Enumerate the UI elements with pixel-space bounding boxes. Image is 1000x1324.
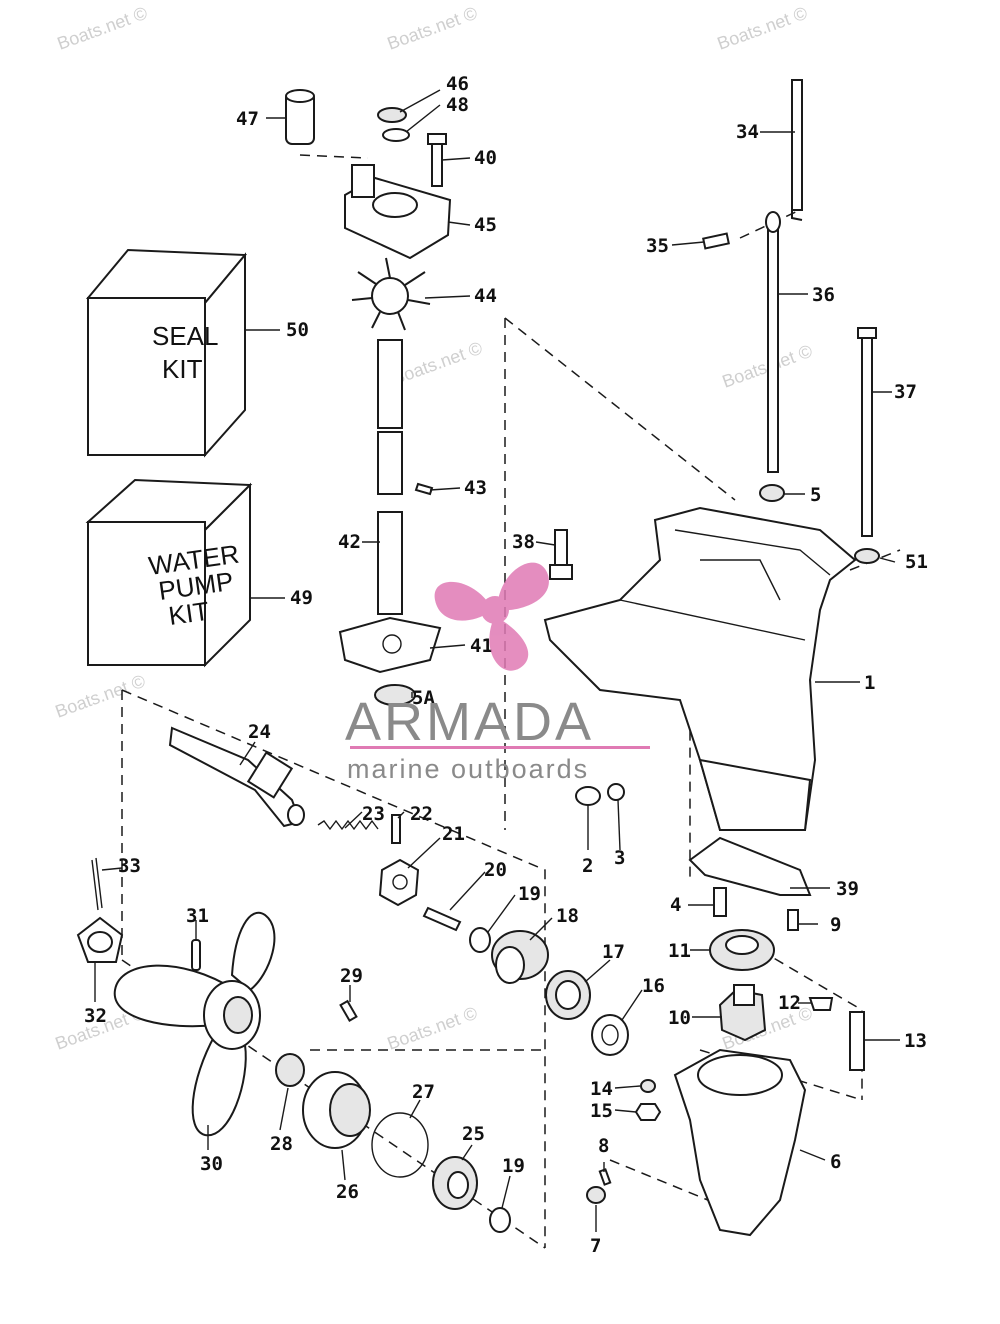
- part-label-50: 50: [286, 319, 309, 341]
- part-label-44: 44: [474, 285, 497, 307]
- part-label-40: 40: [474, 147, 497, 169]
- watermark: Boats.net ©: [53, 671, 148, 722]
- part-label-19: 19: [518, 883, 541, 905]
- water-pump-kit-box: WATER PUMP KIT: [85, 478, 253, 668]
- forward-gear: [491, 930, 549, 984]
- brand-divider: [350, 746, 650, 749]
- part-label-5a: 5A: [412, 687, 435, 709]
- part-label-9: 9: [830, 914, 841, 936]
- part-label-28: 28: [270, 1133, 293, 1155]
- part-label-32: 32: [84, 1005, 107, 1027]
- part-label-36: 36: [812, 284, 835, 306]
- part-label-15: 15: [590, 1100, 613, 1122]
- seal-kit-label: SEAL: [152, 321, 219, 351]
- part-label-35: 35: [646, 235, 669, 257]
- part-label-51: 51: [905, 551, 928, 573]
- impeller: [351, 257, 431, 331]
- brand-name: ARMADA: [345, 692, 594, 752]
- part-label-47: 47: [236, 108, 259, 130]
- part-label-26: 26: [336, 1181, 359, 1203]
- propeller-logo-icon: [434, 562, 549, 671]
- part-label-37: 37: [894, 381, 917, 403]
- part-label-23: 23: [362, 803, 385, 825]
- part-label-22: 22: [410, 803, 433, 825]
- part-label-1: 1: [864, 672, 875, 694]
- part-label-21: 21: [442, 823, 465, 845]
- armada-logo: ARMADA marine outboards: [345, 562, 650, 784]
- part-label-31: 31: [186, 905, 209, 927]
- water-pump-kit-label: KIT: [167, 596, 211, 631]
- watermark: Boats.net ©: [55, 3, 150, 54]
- part-label-34: 34: [736, 121, 759, 143]
- part-label-41: 41: [470, 635, 493, 657]
- part-label-24: 24: [248, 721, 271, 743]
- part-label-39: 39: [836, 878, 859, 900]
- gear-housing: [543, 506, 857, 896]
- propeller: [76, 857, 511, 1233]
- part-label-10: 10: [668, 1007, 691, 1029]
- part-label-2: 2: [582, 855, 593, 877]
- water-pump-stack: [285, 89, 452, 706]
- watermark: Boats.net ©: [385, 3, 480, 54]
- part-label-19b: 19: [502, 1155, 525, 1177]
- part-label-49: 49: [290, 587, 313, 609]
- seal-kit-label: KIT: [162, 354, 203, 384]
- part-label-11: 11: [668, 940, 691, 962]
- seal-kit-box: SEAL KIT: [85, 248, 248, 458]
- part-label-6: 6: [830, 1151, 841, 1173]
- part-label-13: 13: [904, 1030, 927, 1052]
- part-label-20: 20: [484, 859, 507, 881]
- leader-lines: [94, 89, 900, 1232]
- part-label-45: 45: [474, 214, 497, 236]
- watermark: Boats.net ©: [390, 338, 485, 389]
- lower-gear-case: [586, 887, 865, 1237]
- part-label-12: 12: [778, 992, 801, 1014]
- shift-rod-assembly: [549, 79, 880, 580]
- part-label-38: 38: [512, 531, 535, 553]
- propeller-shaft-assembly: [168, 726, 629, 1056]
- part-label-5: 5: [810, 484, 821, 506]
- part-label-17: 17: [602, 941, 625, 963]
- part-label-48: 48: [446, 94, 469, 116]
- part-label-27: 27: [412, 1081, 435, 1103]
- watermark: Boats.net ©: [715, 3, 810, 54]
- part-label-46: 46: [446, 73, 469, 95]
- part-label-33: 33: [118, 855, 141, 877]
- part-label-25: 25: [462, 1123, 485, 1145]
- part-labels: 47 46 48 40 45 44 50 43 42 49 41 5A 34 3…: [84, 73, 928, 1257]
- part-label-4: 4: [670, 894, 681, 916]
- part-label-43: 43: [464, 477, 487, 499]
- watermark: Boats.net ©: [385, 1003, 480, 1054]
- part-label-8: 8: [598, 1135, 609, 1157]
- part-label-29: 29: [340, 965, 363, 987]
- part-label-3: 3: [614, 847, 625, 869]
- part-label-42: 42: [338, 531, 361, 553]
- part-label-18: 18: [556, 905, 579, 927]
- part-label-30: 30: [200, 1153, 223, 1175]
- part-label-7: 7: [590, 1235, 601, 1257]
- brand-tagline: marine outboards: [347, 754, 589, 784]
- part-label-14: 14: [590, 1078, 613, 1100]
- part-label-16: 16: [642, 975, 665, 997]
